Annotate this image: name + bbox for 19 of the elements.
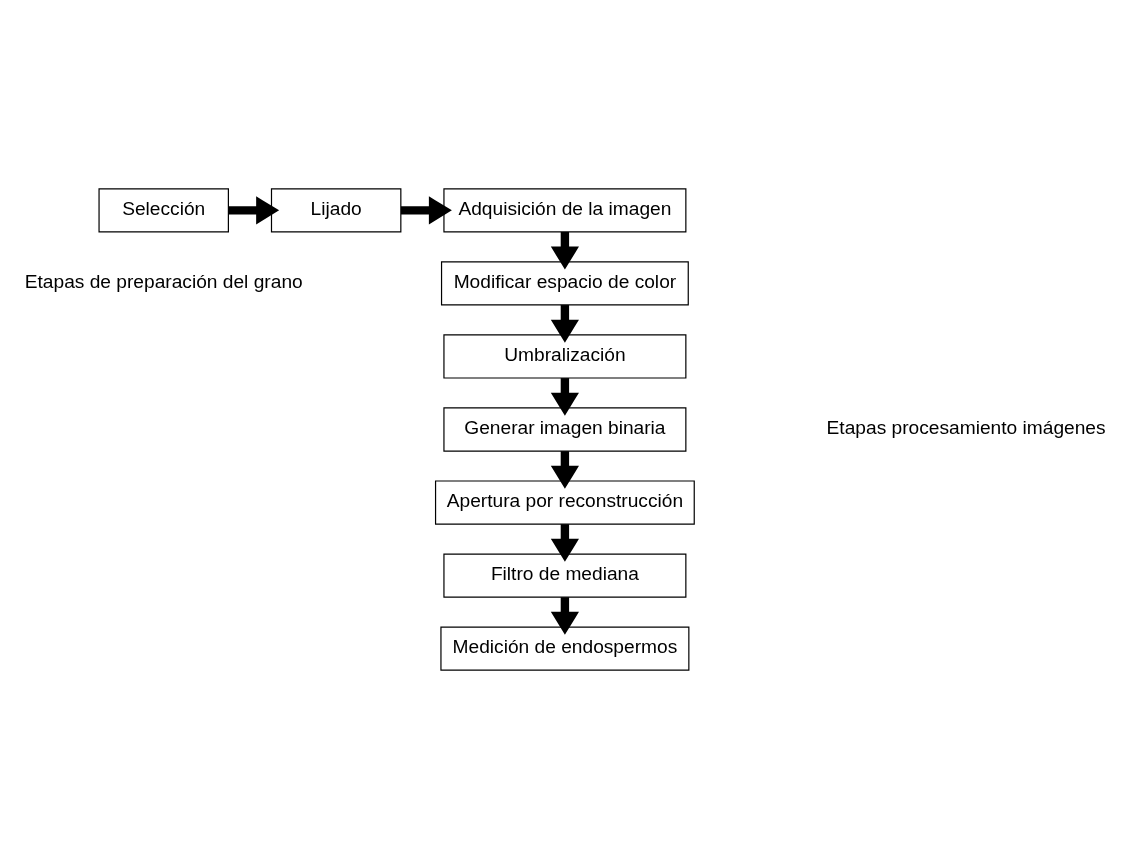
node-box: Filtro de mediana bbox=[443, 553, 687, 598]
node-box: Lijado bbox=[270, 188, 402, 233]
node-box: Apertura por reconstrucción bbox=[434, 480, 695, 525]
arrow bbox=[550, 524, 579, 562]
arrow bbox=[550, 232, 579, 270]
arrow bbox=[550, 305, 579, 343]
node-box: Selección bbox=[98, 188, 229, 233]
arrow bbox=[400, 196, 452, 225]
node-box: Adquisición de la imagen bbox=[443, 188, 687, 233]
arrow bbox=[550, 378, 579, 416]
label: Etapas de preparación del grano bbox=[24, 270, 303, 292]
node-box: Umbralización bbox=[443, 334, 687, 379]
node-box: Medición de endospermos bbox=[440, 626, 690, 671]
arrow bbox=[550, 597, 579, 635]
node-box: Generar imagen binaria bbox=[443, 407, 687, 452]
node-box: Modificar espacio de color bbox=[440, 261, 689, 306]
arrow bbox=[550, 451, 579, 489]
arrow bbox=[228, 196, 280, 225]
label: Etapas procesamiento imágenes bbox=[826, 417, 1106, 439]
